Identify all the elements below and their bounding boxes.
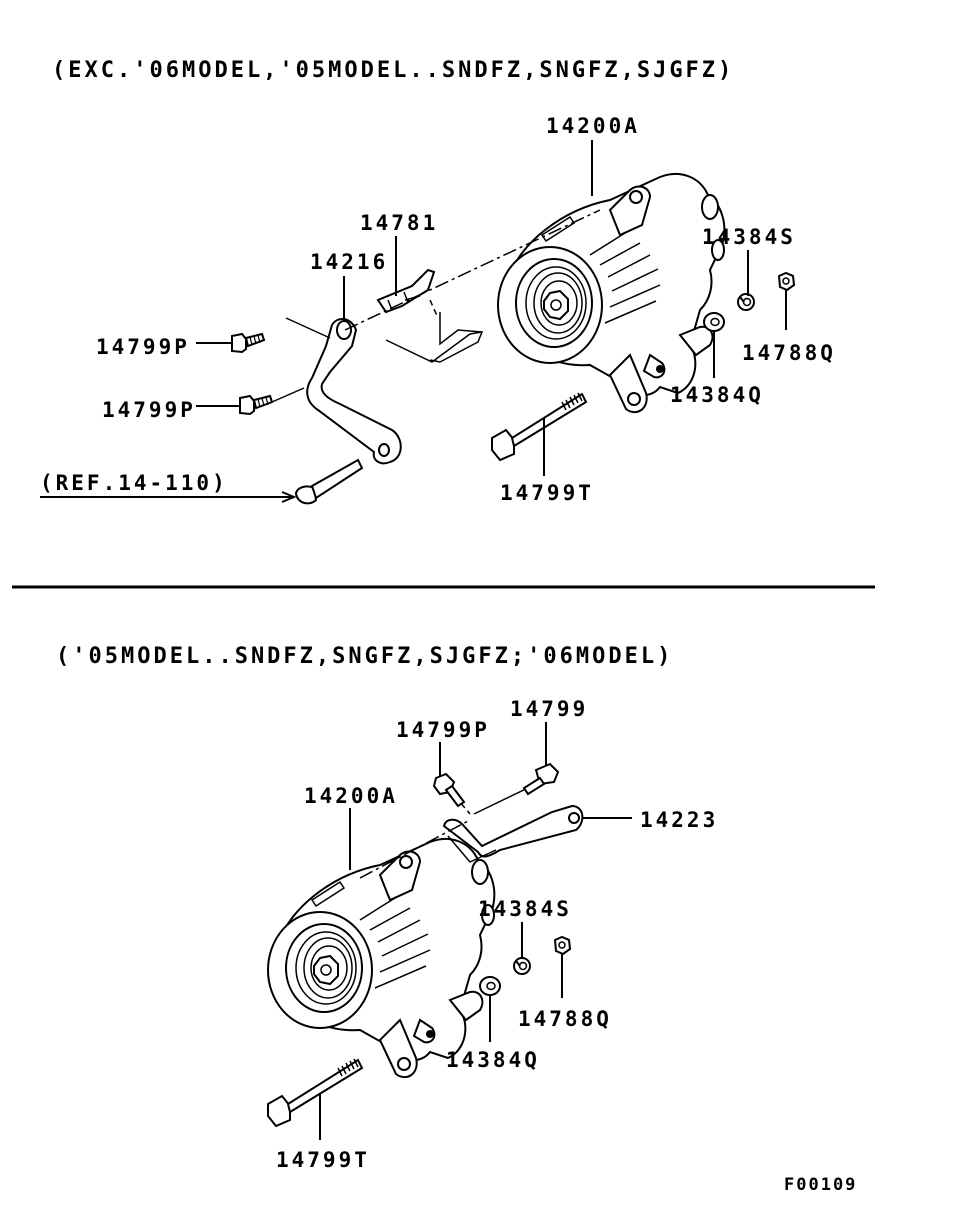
alternator-part [497,172,726,414]
alternator-part-2 [267,837,496,1079]
label-brace-14216: 14216 [310,250,389,274]
label-ref: (REF.14-110) [40,471,228,495]
label-alternator-2: 14200A [304,784,398,808]
label-alternator-1: 14200A [546,114,640,138]
section1-drawing [40,140,795,503]
label-washer-2: 14384Q [446,1048,540,1072]
label-bracket-14781: 14781 [360,211,439,235]
section2-drawing [267,722,632,1140]
label-nut-2: 14788Q [518,1007,612,1031]
bracket-14781 [378,270,434,312]
label-washer-1: 14384Q [670,383,764,407]
label-bolt-upper: 14799P [96,335,190,359]
section2-heading: ('05MODEL..SNDFZ,SNGFZ,SJGFZ;'06MODEL) [56,644,674,669]
label-nut-1: 14788Q [742,341,836,365]
label-bolt-14799: 14799 [510,697,589,721]
label-lock-washer-1: 14384S [702,225,796,249]
label-lock-washer-2: 14384S [478,897,572,921]
label-long-bolt-1: 14799T [500,481,594,505]
label-brace-14223: 14223 [640,808,719,832]
label-long-bolt-2: 14799T [276,1148,370,1172]
figure-code: F00109 [784,1175,858,1195]
label-bolt-14799p: 14799P [396,718,490,742]
section1-heading: (EXC.'06MODEL,'05MODEL..SNDFZ,SNGFZ,SJGF… [52,58,735,83]
label-bolt-lower: 14799P [102,398,196,422]
brace-14223 [444,806,582,856]
brace-14216 [307,319,401,463]
